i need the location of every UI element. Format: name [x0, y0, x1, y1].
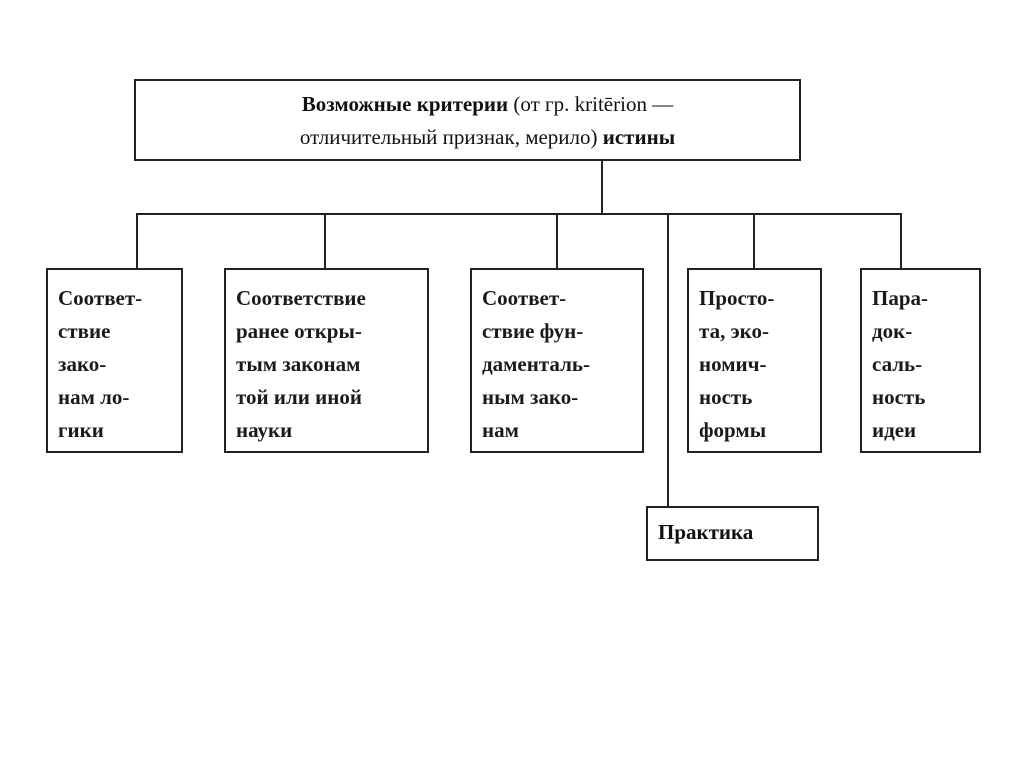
connector-practice — [667, 213, 669, 506]
root-criteria-box: Возможные критерии (от гр. kritērion — о… — [134, 79, 801, 161]
criterion-practice: Практика — [646, 506, 819, 561]
criterion-fundamental-laws: Соответ- ствие фун- даменталь- ным зако-… — [470, 268, 644, 453]
connector-2 — [324, 213, 326, 268]
root-title-truth: истины — [602, 125, 676, 149]
criterion-simplicity: Просто- та, эко- номич- ность формы — [687, 268, 822, 453]
criterion-logic-laws: Соответ- ствие зако- нам ло- гики — [46, 268, 183, 453]
connector-5 — [900, 213, 902, 268]
connector-4 — [753, 213, 755, 268]
root-title-definition: отличительный признак, мерило) — [299, 125, 603, 149]
connector-horizontal — [136, 213, 902, 215]
criterion-paradoxicality: Пара- док- саль- ность идеи — [860, 268, 981, 453]
connector-1 — [136, 213, 138, 268]
root-title-etymology: (от гр. kritērion — — [508, 92, 674, 116]
root-title-bold: Возможные критерии — [301, 92, 509, 116]
connector-3 — [556, 213, 558, 268]
connector-root-down — [601, 161, 603, 214]
criterion-science-laws: Соответствие ранее откры- тым законам то… — [224, 268, 429, 453]
